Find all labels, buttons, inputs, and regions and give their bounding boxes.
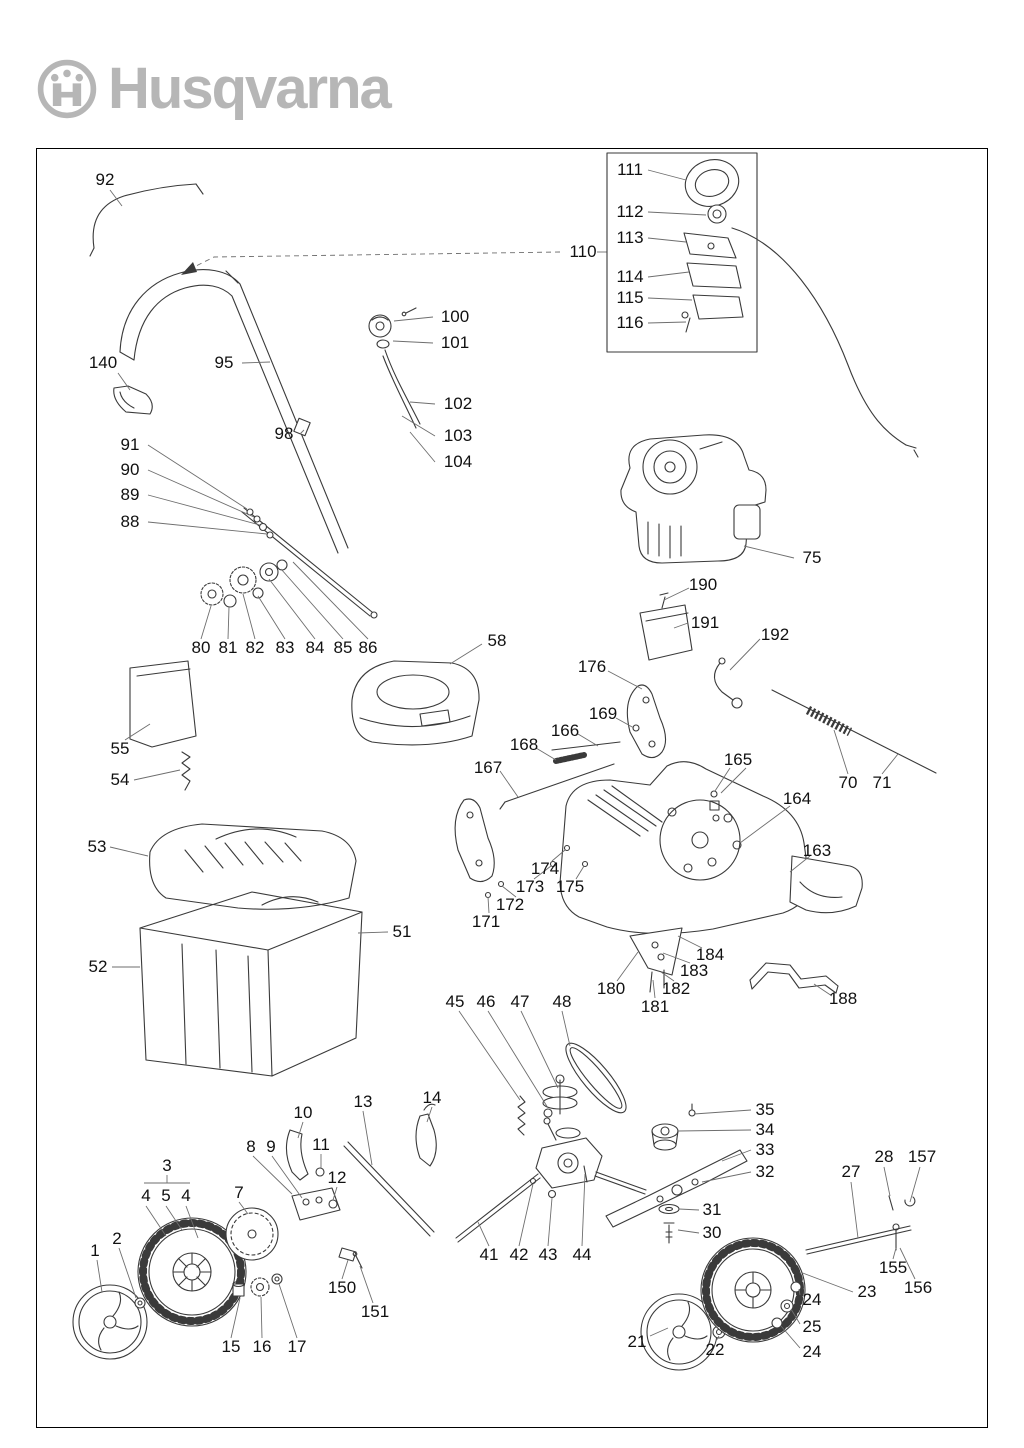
throttle-assembly [606, 152, 919, 458]
right-wheel-group [640, 1195, 916, 1371]
belt-drive [517, 1042, 627, 1136]
left-wheel-group [72, 1207, 283, 1360]
handlebar [119, 269, 349, 554]
starter-parts [368, 307, 421, 429]
wheel-cover [72, 1284, 148, 1360]
brand-name: Husqvarna [108, 56, 392, 121]
leader-lines [96, 169, 921, 1349]
drive-belt [565, 1042, 627, 1114]
callout-110-line [181, 251, 607, 275]
engine-plate-group [639, 592, 743, 709]
brand-header: Husqvarna [34, 56, 392, 122]
handle-hardware [200, 507, 378, 619]
handle-part-140 [113, 385, 153, 415]
blade [605, 1149, 748, 1228]
guard-bracket-188 [749, 962, 839, 994]
deck-screws [484, 790, 742, 899]
rear-bracket [629, 927, 683, 993]
brake-rod-spring [771, 689, 937, 774]
engine-cover-58 [351, 660, 480, 746]
spring-45 [517, 1095, 526, 1136]
blade-group [605, 1103, 748, 1244]
cable-clamp-98 [293, 417, 311, 437]
mower-deck [559, 761, 863, 935]
engine [620, 434, 767, 564]
arrow-icon [181, 262, 197, 275]
spring-54 [181, 751, 191, 791]
bag-cover-53 [149, 823, 357, 910]
throttle-cable [731, 227, 907, 446]
side-box-55 [129, 660, 197, 791]
spring-70 [805, 706, 853, 736]
husqvarna-crown-icon [37, 59, 97, 119]
cable-92 [89, 183, 204, 257]
handle-mount-group [285, 1103, 437, 1269]
front-baffle [454, 798, 495, 883]
diagram-border [36, 148, 988, 1428]
transmission [455, 1117, 647, 1243]
deck-rods [499, 724, 640, 810]
grass-bag [139, 891, 363, 1077]
label-3-bracket [144, 1175, 190, 1184]
deck-bracket-176 [626, 684, 667, 759]
